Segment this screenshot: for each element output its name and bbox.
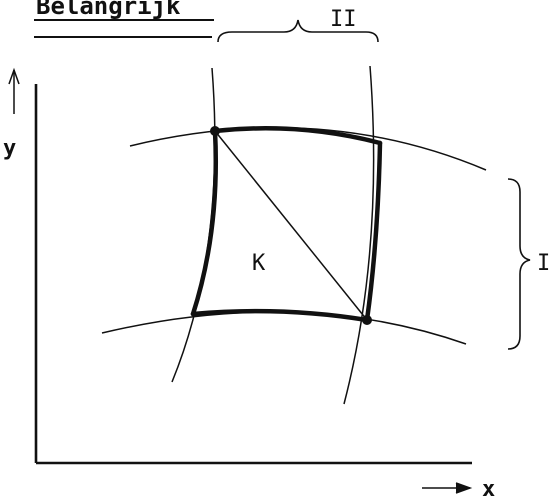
label-bracket-horizontal: II xyxy=(330,7,357,32)
grid-curve-right xyxy=(343,65,375,405)
grid-curve-lower xyxy=(101,311,467,345)
x-arrow-head xyxy=(455,482,473,494)
heading-text: Belangrijk xyxy=(36,0,181,20)
brace-horizontal xyxy=(217,19,379,43)
brace-vertical xyxy=(507,178,531,350)
corner-dot-top-left xyxy=(210,126,220,136)
corner-dot-bottom-right xyxy=(362,315,372,325)
grid-curve-upper xyxy=(129,127,487,171)
cell-edge-top xyxy=(212,126,383,146)
cell-edge-left xyxy=(190,128,219,317)
grid-curve-left xyxy=(171,67,216,383)
cell-edge-bottom xyxy=(190,308,370,323)
x-axis-label: x xyxy=(482,477,495,499)
y-axis-label: y xyxy=(3,136,16,161)
y-arrow-head xyxy=(8,67,20,85)
cell-diagonal xyxy=(214,130,368,321)
region-label: K xyxy=(252,251,266,276)
label-bracket-vertical: I xyxy=(537,251,550,276)
cell-edge-right xyxy=(364,140,383,323)
